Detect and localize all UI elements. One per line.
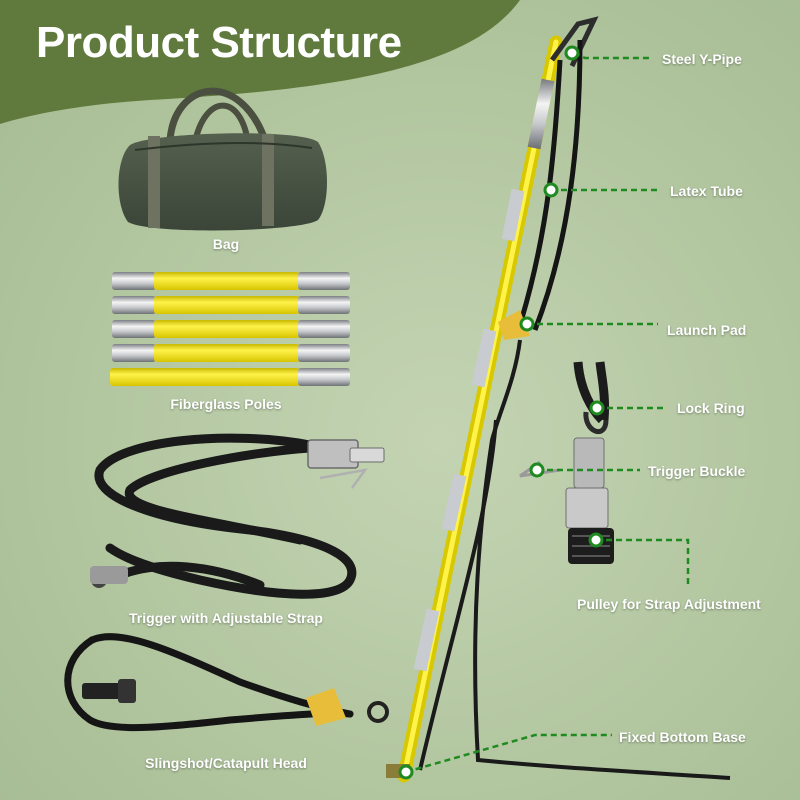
title-banner bbox=[0, 0, 520, 124]
marker-pulley bbox=[588, 532, 604, 548]
marker-bottom-base bbox=[398, 764, 414, 780]
marker-steel-y-pipe bbox=[564, 45, 580, 61]
callout-markers bbox=[398, 45, 605, 780]
marker-trigger-buckle bbox=[529, 462, 545, 478]
page-title: Product Structure bbox=[36, 18, 402, 67]
callout-lines bbox=[405, 51, 690, 774]
marker-latex-tube bbox=[543, 182, 559, 198]
trigger-buckle-label: Trigger Buckle bbox=[648, 463, 746, 479]
trigger-strap-label: Trigger with Adjustable Strap bbox=[129, 610, 323, 626]
steel-y-pipe-label: Steel Y-Pipe bbox=[662, 51, 742, 67]
lock-ring-label: Lock Ring bbox=[677, 400, 745, 416]
trigger-clip-icon bbox=[90, 439, 385, 588]
adjustable-strap-icon bbox=[94, 433, 357, 599]
slingshot-head-label: Slingshot/Catapult Head bbox=[145, 755, 307, 771]
bottom-base-label: Fixed Bottom Base bbox=[619, 729, 746, 745]
duffel-bag-icon bbox=[118, 87, 327, 231]
latex-tube-label: Latex Tube bbox=[670, 183, 743, 199]
launch-pad-label: Launch Pad bbox=[667, 322, 747, 338]
pulley-label: Pulley for Strap Adjustment bbox=[577, 596, 761, 612]
assembled-catapult-icon bbox=[386, 16, 731, 783]
poles-label: Fiberglass Poles bbox=[170, 396, 282, 412]
marker-launch-pad bbox=[519, 316, 535, 332]
marker-lock-ring bbox=[589, 400, 605, 416]
slingshot-head-icon bbox=[64, 633, 389, 732]
bag-label: Bag bbox=[212, 236, 240, 252]
trigger-buckle-closeup-icon bbox=[519, 361, 614, 564]
fiberglass-pole-icon bbox=[110, 272, 350, 386]
